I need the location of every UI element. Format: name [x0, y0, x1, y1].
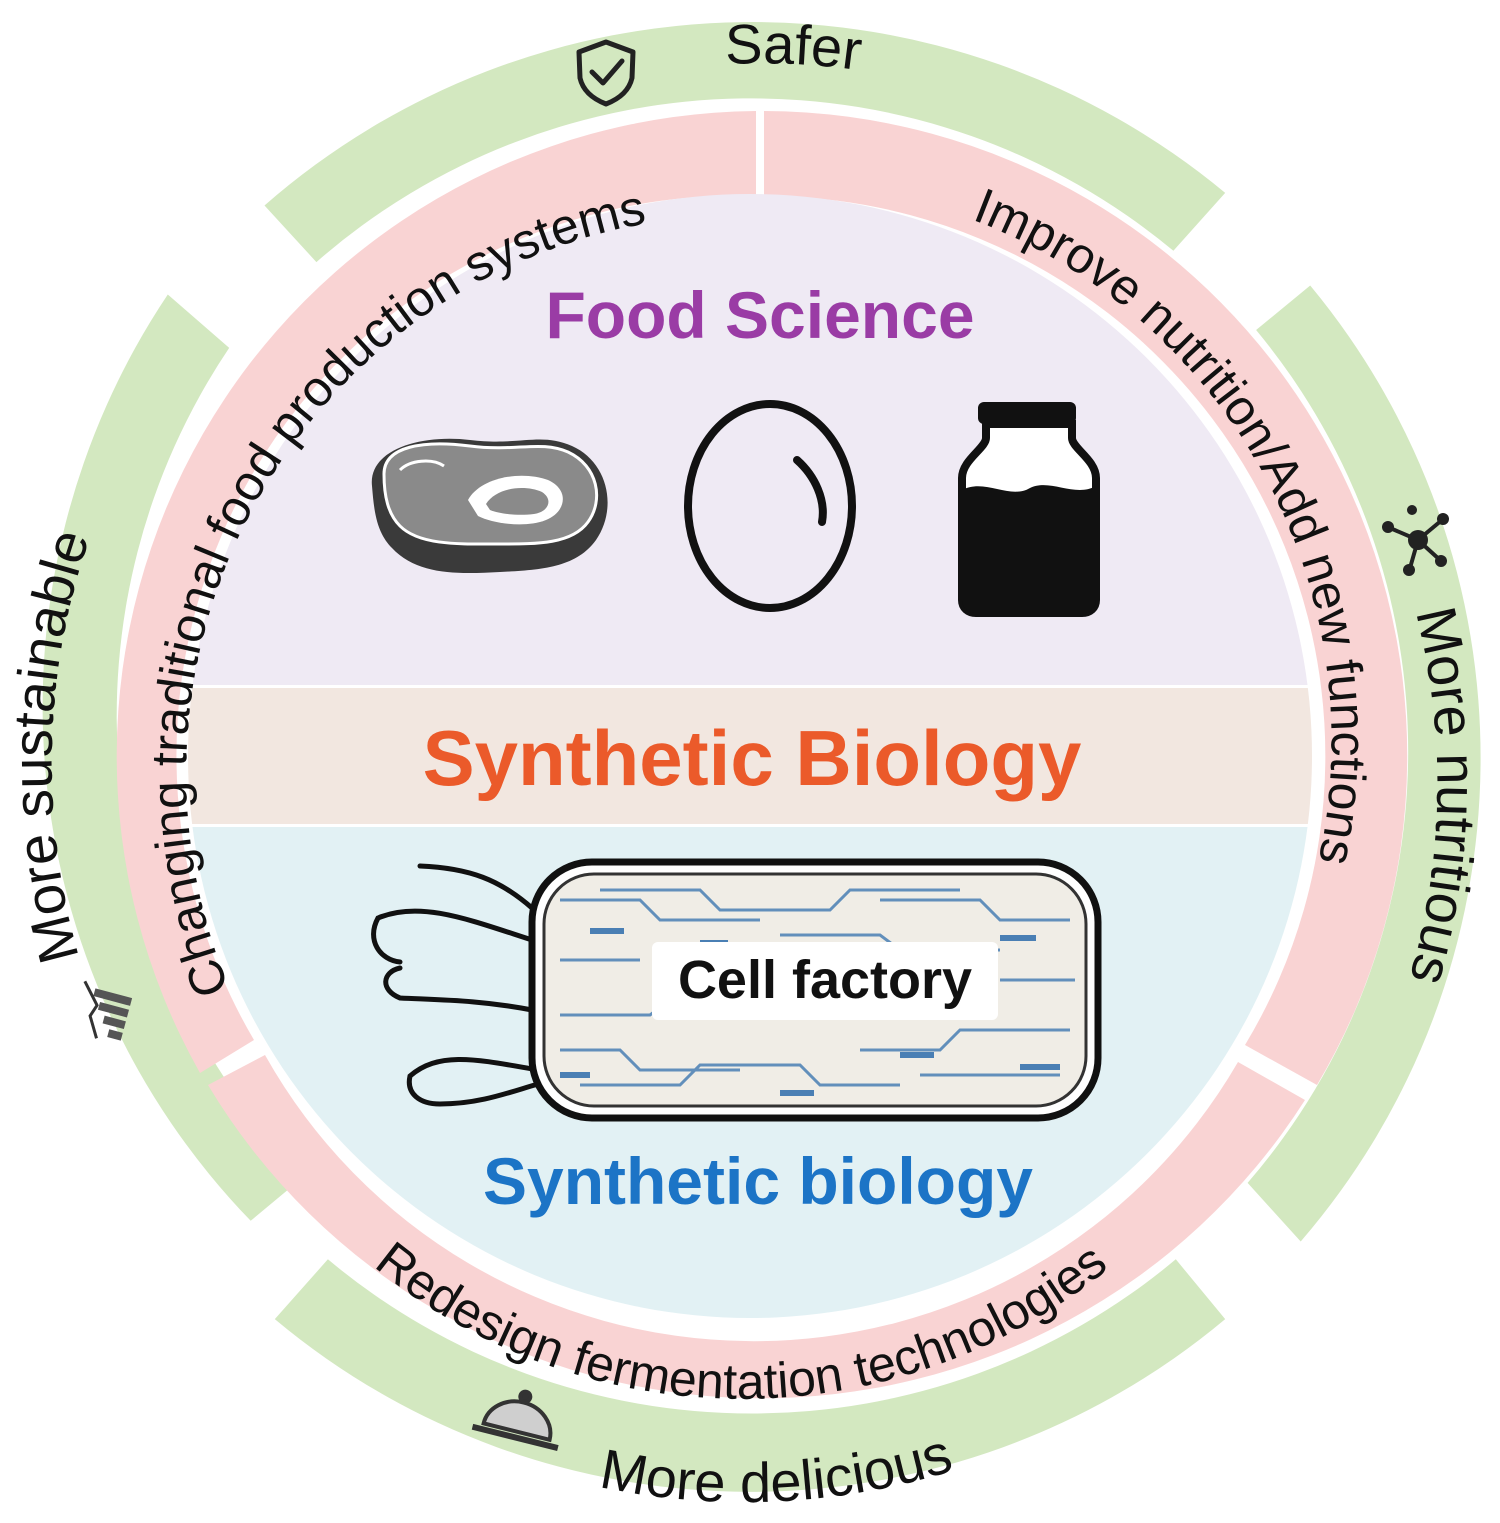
inner-ring-segment-top-right — [764, 111, 1408, 1085]
inner-ring — [116, 111, 1408, 1399]
outer-ring-segment-right — [1247, 285, 1481, 1242]
milk-bottle-icon — [958, 402, 1100, 617]
egg-icon — [684, 400, 856, 612]
outer-ring-segment-left — [42, 294, 304, 1221]
inner-ring-segment-bottom — [208, 1055, 1305, 1399]
synthetic-biology-band — [188, 688, 1312, 824]
cell-factory-label-box — [652, 942, 998, 1020]
food-science-panel — [188, 194, 1312, 685]
food-cloche-icon — [471, 1389, 559, 1451]
synthetic-biology-title: Synthetic Biology — [423, 714, 1082, 802]
circuit-traces — [560, 888, 1075, 1087]
growth-chart-icon — [83, 980, 133, 1041]
outer-ring-segment-top — [264, 22, 1226, 263]
flagella — [371, 863, 541, 1107]
food-science-title: Food Science — [545, 278, 974, 352]
inner-ring-segment-top-left — [116, 111, 757, 1073]
molecule-icon — [1382, 505, 1449, 576]
cell-factory-illustration: Cell factory — [371, 858, 1102, 1122]
synthetic-biology-subtitle: Synthetic biology — [483, 1144, 1033, 1218]
cell-factory-label: Cell factory — [678, 950, 972, 1010]
shield-check-icon — [576, 39, 636, 107]
meat-icon — [371, 438, 608, 574]
